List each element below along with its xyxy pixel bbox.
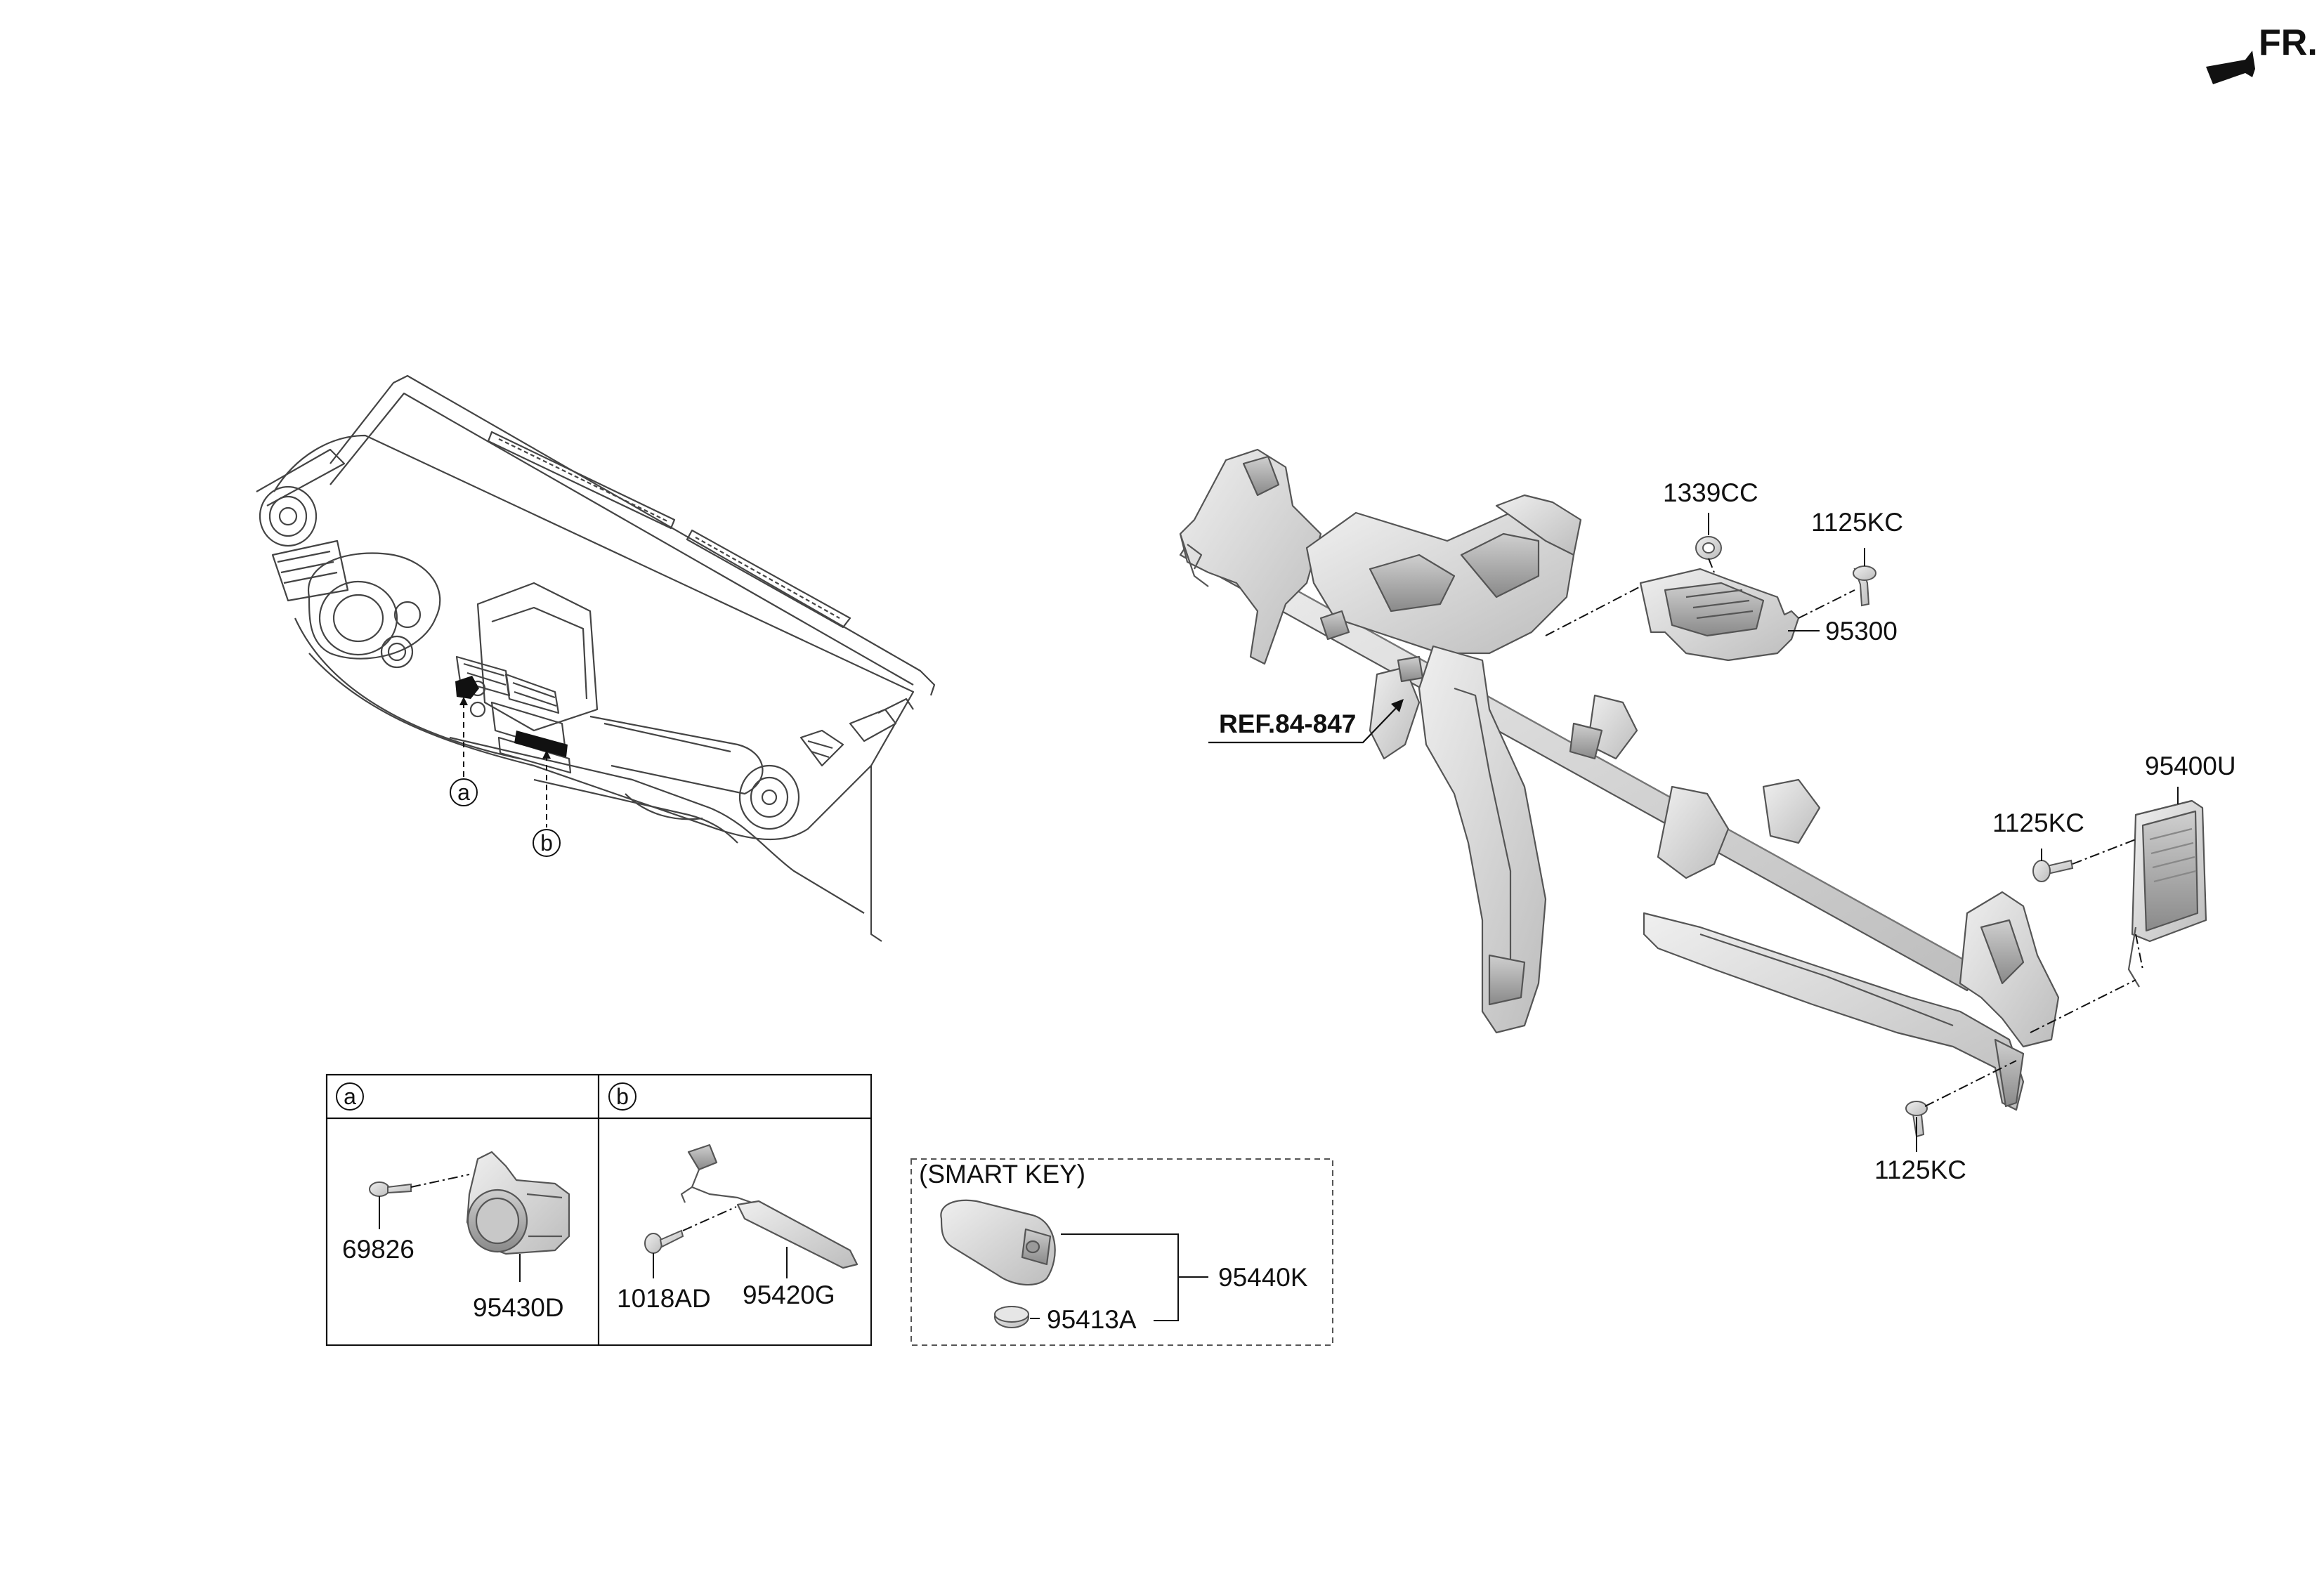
part-label-95420g: 95420G	[743, 1281, 835, 1309]
detail-b-dash-leader	[682, 1206, 737, 1231]
detail-a-dash-leader	[410, 1174, 470, 1188]
ref-leader	[1208, 705, 1399, 744]
bolt-1125kc-top-icon	[1853, 565, 1876, 607]
dashboard-highlighted-parts	[455, 676, 568, 757]
detail-a-leaders	[379, 1196, 521, 1282]
ref-label: REF.84-847	[1219, 709, 1357, 738]
part-95420g-icon	[680, 1144, 859, 1269]
part-95430d-icon	[466, 1151, 570, 1255]
overview-callout-arrows	[459, 697, 551, 759]
front-direction-label: FR.	[2259, 22, 2318, 63]
smart-key-box	[910, 1158, 1333, 1346]
smart-key-title: (SMART KEY)	[919, 1160, 1086, 1189]
part-label-69826: 69826	[342, 1235, 414, 1264]
callout-a: a	[450, 778, 478, 806]
part-label-95400u: 95400U	[2145, 752, 2236, 780]
module-95400u-icon	[2127, 799, 2207, 988]
screw-69826-icon	[369, 1181, 412, 1197]
cowl-cross-member-bar	[1179, 448, 2060, 1111]
callout-b: b	[533, 829, 561, 857]
part-label-1339cc: 1339CC	[1663, 478, 1758, 507]
part-label-95430d: 95430D	[473, 1293, 564, 1322]
module-95300-icon	[1639, 568, 1800, 662]
part-label-95300: 95300	[1825, 617, 1898, 646]
screw-1018ad-icon	[644, 1229, 684, 1254]
bolt-1125kc-mid-icon	[2032, 859, 2074, 882]
dashboard-overview-illustration	[256, 374, 936, 942]
part-label-95440k: 95440K	[1218, 1263, 1308, 1292]
detail-table	[325, 1073, 873, 1347]
detail-a-header: a	[336, 1082, 364, 1111]
label-leader-lines	[1708, 513, 2179, 1152]
smart-key-fob-icon	[940, 1199, 1056, 1286]
detail-b-leaders	[653, 1247, 788, 1278]
part-label-1125kc-mid: 1125KC	[1992, 808, 2084, 837]
bolt-1125kc-bottom-icon	[1905, 1101, 1928, 1138]
battery-95413a-icon	[994, 1306, 1029, 1328]
part-label-1125kc-top: 1125KC	[1811, 508, 1903, 537]
nut-1339cc-icon	[1695, 536, 1722, 560]
part-label-1018ad: 1018AD	[617, 1284, 711, 1313]
part-label-95413a: 95413A	[1047, 1305, 1137, 1334]
front-direction-arrow-icon	[2206, 51, 2255, 84]
part-label-1125kc-bottom: 1125KC	[1874, 1155, 1966, 1184]
overview-callout-leaders	[463, 702, 547, 827]
assembly-leader-lines	[1545, 558, 2143, 1107]
smart-key-leaders	[1030, 1233, 1208, 1321]
detail-b-header: b	[608, 1082, 637, 1111]
ref-leader-arrow	[1391, 699, 1404, 712]
